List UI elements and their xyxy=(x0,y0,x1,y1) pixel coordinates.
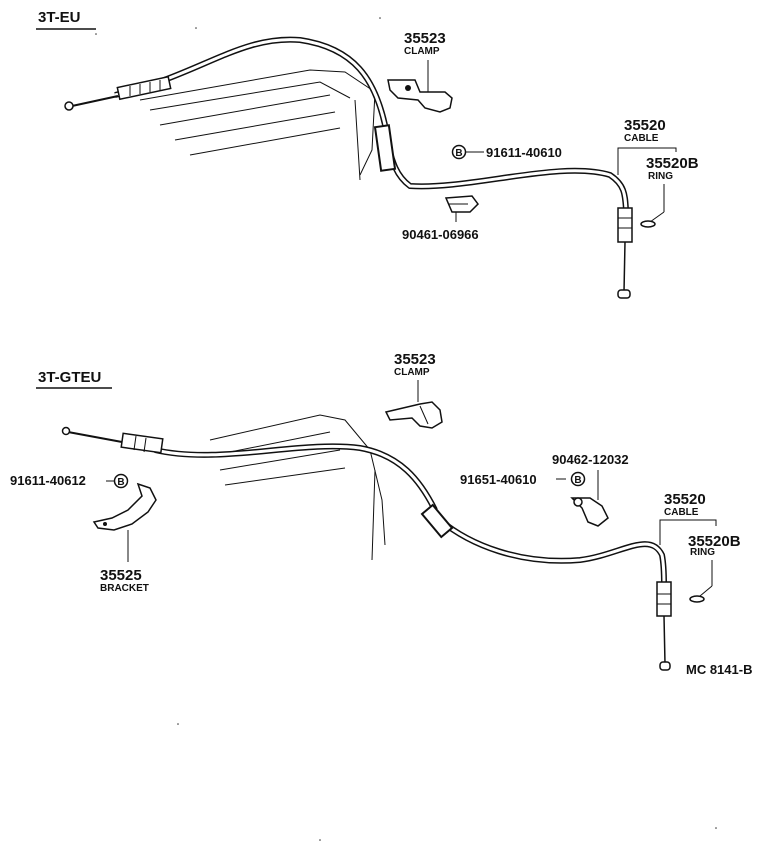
cable-number: 35520 xyxy=(624,117,666,134)
clip-part-number: 90462-12032 xyxy=(552,452,629,467)
ring-name: RING xyxy=(690,547,715,558)
ring-number: 35520B xyxy=(688,533,741,550)
cable-name: CABLE xyxy=(624,133,659,144)
clamp-name: CLAMP xyxy=(394,367,430,378)
svg-text:B: B xyxy=(117,477,124,488)
bracket-bolt-part-number: 91611-40612 xyxy=(10,473,86,488)
ring-name: RING xyxy=(648,171,673,182)
clamp-35523-part xyxy=(384,401,443,429)
clamp-number: 35523 xyxy=(394,351,436,368)
clip-part-number: 90461-06966 xyxy=(402,227,479,242)
section-title: 3T-EU xyxy=(38,9,81,26)
vehicle-body-outline xyxy=(209,414,386,561)
bolt-symbol-icon: B xyxy=(570,471,586,487)
diagram-reference: MC 8141-B xyxy=(686,662,752,677)
bolt-symbol-icon: B xyxy=(113,473,129,489)
bolt-part-number: 91611-40610 xyxy=(486,145,562,160)
clip-90462-part xyxy=(570,497,609,527)
cable-name: CABLE xyxy=(664,507,699,518)
cable-35520-lower xyxy=(61,426,672,671)
svg-text:B: B xyxy=(574,475,581,486)
clamp-name: CLAMP xyxy=(404,46,440,57)
bolt-part-number: 91651-40610 xyxy=(460,472,537,487)
ring-35520b-part xyxy=(640,220,656,228)
ring-number: 35520B xyxy=(646,155,699,172)
bolt-symbol-icon: B xyxy=(451,144,467,160)
vehicle-body-outline xyxy=(139,69,376,181)
bracket-35525-part xyxy=(92,482,157,562)
bracket-name: BRACKET xyxy=(100,583,149,594)
section-3t-gteu: 3T-GTEU xyxy=(10,351,752,677)
section-3t-eu: 3T-EU xyxy=(36,9,699,299)
scan-specks xyxy=(95,17,717,841)
clamp-35523-part xyxy=(387,60,453,113)
bracket-number: 35525 xyxy=(100,567,142,584)
svg-text:B: B xyxy=(455,148,462,159)
clamp-number: 35523 xyxy=(404,30,446,47)
section-title: 3T-GTEU xyxy=(38,369,101,386)
clip-90461-part xyxy=(444,195,479,222)
cable-35520-upper xyxy=(64,36,633,299)
ring-35520b-part xyxy=(689,595,705,603)
cable-number: 35520 xyxy=(664,491,706,508)
